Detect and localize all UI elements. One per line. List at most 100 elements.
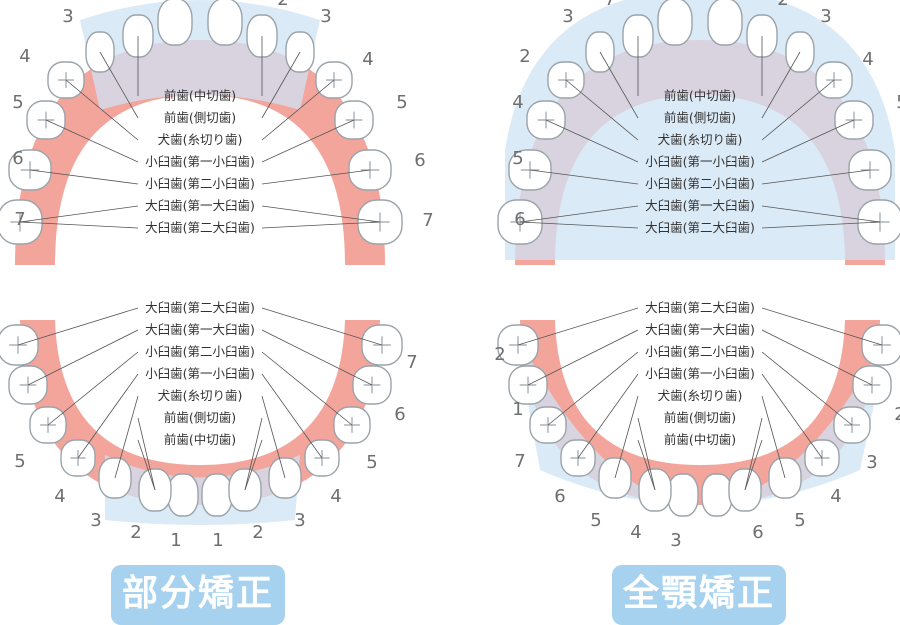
full-lower-leader [744, 439, 763, 491]
partial-lower-leader [137, 439, 156, 491]
partial-orthodontics-button[interactable]: 部分矯正 [111, 565, 285, 625]
full-lower-label: 大臼歯(第二大臼歯) [645, 300, 755, 315]
partial-upper-left-number: 3 [62, 6, 73, 27]
full-upper-leader [761, 79, 835, 141]
full-upper-label: 大臼歯(第一大臼歯) [645, 198, 755, 213]
partial-lower-right-number: 7 [406, 352, 417, 373]
partial-lower-leader [261, 351, 353, 426]
partial-lower-label: 前歯(中切歯) [164, 432, 236, 447]
partial-upper-label: 前歯(側切歯) [164, 110, 236, 125]
partial-lower-right-number: 4 [330, 486, 341, 507]
full-lower-label: 前歯(側切歯) [664, 410, 736, 425]
full-upper-left-number: 2 [519, 46, 530, 67]
full-lower-leader [744, 417, 763, 491]
full-lower-leader [517, 307, 639, 346]
full-lower-front-tooth [701, 473, 733, 517]
partial-lower-left-number: 1 [170, 530, 181, 551]
partial-lower-label: 前歯(側切歯) [164, 410, 236, 425]
full-upper-leader [519, 221, 639, 229]
full-lower-left-number: 3 [670, 530, 681, 551]
partial-upper-front-tooth [207, 0, 243, 46]
partial-upper-leader [45, 119, 139, 163]
partial-lower-leader [261, 373, 323, 459]
full-upper-right-number: 4 [862, 49, 873, 70]
partial-upper-front-tooth-crown [207, 0, 243, 46]
partial-upper-leader [261, 119, 355, 163]
full-upper-leader [761, 119, 855, 163]
partial-upper-right-number: 5 [396, 92, 407, 113]
full-lower-leader [761, 373, 823, 459]
partial-upper-leader [261, 51, 301, 119]
full-upper-right-number: 2 [777, 0, 788, 10]
partial-upper-right-number: 7 [422, 210, 433, 231]
partial-lower-left-number: 3 [90, 510, 101, 531]
full-upper-left-number: 3 [562, 6, 573, 27]
partial-upper-label: 前歯(中切歯) [164, 88, 236, 103]
full-lower-front-tooth-crown [667, 473, 699, 517]
full-upper-right-number: 5 [896, 92, 900, 113]
full-upper-leader [529, 169, 639, 185]
partial-upper-leader [99, 51, 139, 119]
partial-upper-leader [29, 169, 139, 185]
partial-lower-label: 犬歯(糸切り歯) [158, 388, 243, 403]
partial-upper-label: 大臼歯(第二大臼歯) [145, 220, 255, 235]
full-upper-leader [761, 169, 871, 185]
full-lower-left-number: 4 [630, 522, 641, 543]
partial-lower-right-number: 2 [252, 522, 263, 543]
full-upper-front-tooth-crown [707, 0, 743, 46]
full-upper-left-number: 4 [512, 92, 523, 113]
partial-lower-label: 小臼歯(第二小臼歯) [145, 344, 255, 359]
full-lower-left-number: 6 [554, 486, 565, 507]
partial-upper-label: 小臼歯(第二小臼歯) [145, 176, 255, 191]
partial-lower-front-tooth [167, 473, 199, 517]
partial-lower-leader [47, 351, 139, 426]
full-upper-leader [519, 205, 639, 223]
partial-lower-left-number: 5 [14, 451, 25, 472]
partial-upper-leader [261, 79, 335, 141]
full-lower-leader [761, 395, 786, 479]
full-lower-left-number: 5 [590, 510, 601, 531]
full-lower-label: 犬歯(糸切り歯) [658, 388, 743, 403]
partial-lower-leader [114, 395, 139, 479]
partial-lower-leader [244, 439, 263, 491]
partial-upper-leader [19, 205, 139, 223]
partial-lower-leader [261, 307, 383, 346]
full-upper-label: 犬歯(糸切り歯) [658, 132, 743, 147]
full-lower-front-tooth [667, 473, 699, 517]
full-lower-leader [637, 439, 656, 491]
partial-lower-right-number: 6 [394, 404, 405, 425]
partial-lower-front-tooth [201, 473, 233, 517]
full-lower-label: 小臼歯(第一小臼歯) [645, 366, 755, 381]
full-upper-leader [761, 51, 801, 119]
partial-lower-right-number: 3 [294, 510, 305, 531]
full-lower-label: 前歯(中切歯) [664, 432, 736, 447]
full-orthodontics-button[interactable]: 全顎矯正 [612, 565, 786, 625]
partial-upper-label: 犬歯(糸切り歯) [158, 132, 243, 147]
partial-lower-label: 大臼歯(第二大臼歯) [145, 300, 255, 315]
full-lower-leader [547, 351, 639, 426]
tooth-chart-svg: 前歯(中切歯) 前歯(側切歯) 犬歯(糸切り歯) 小臼歯(第一小臼歯) 小臼歯(第二小臼… [0, 0, 900, 551]
full-lower-right-number: 2 [894, 404, 900, 425]
full-lower-leader [761, 329, 873, 386]
full-upper-left-number: 7 [604, 0, 615, 10]
full-lower-left-number: 7 [514, 451, 525, 472]
partial-lower-leader [261, 329, 373, 386]
partial-lower-right-number: 5 [366, 452, 377, 473]
full-upper-leader [761, 205, 881, 223]
partial-diagram: 前歯(中切歯)前歯(側切歯)犬歯(糸切り歯)小臼歯(第一小臼歯)小臼歯(第二小臼… [0, 0, 434, 551]
full-upper-leader [565, 79, 639, 141]
partial-lower-front-tooth-crown [201, 473, 233, 517]
full-upper-label: 前歯(中切歯) [664, 88, 736, 103]
full-lower-leader [527, 329, 639, 386]
full-lower-right-number: 4 [830, 486, 841, 507]
partial-lower-leader [261, 395, 286, 479]
full-lower-leader [637, 417, 656, 491]
partial-lower-left-number: 2 [130, 522, 141, 543]
partial-lower-leader [17, 307, 139, 346]
full-lower-front-tooth-crown [701, 473, 733, 517]
full-upper-front-tooth-crown [657, 0, 693, 46]
full-upper-label: 小臼歯(第二小臼歯) [645, 176, 755, 191]
full-upper-leader [599, 51, 639, 119]
partial-upper-left-number: 6 [12, 148, 23, 169]
full-lower-label: 大臼歯(第一大臼歯) [645, 322, 755, 337]
